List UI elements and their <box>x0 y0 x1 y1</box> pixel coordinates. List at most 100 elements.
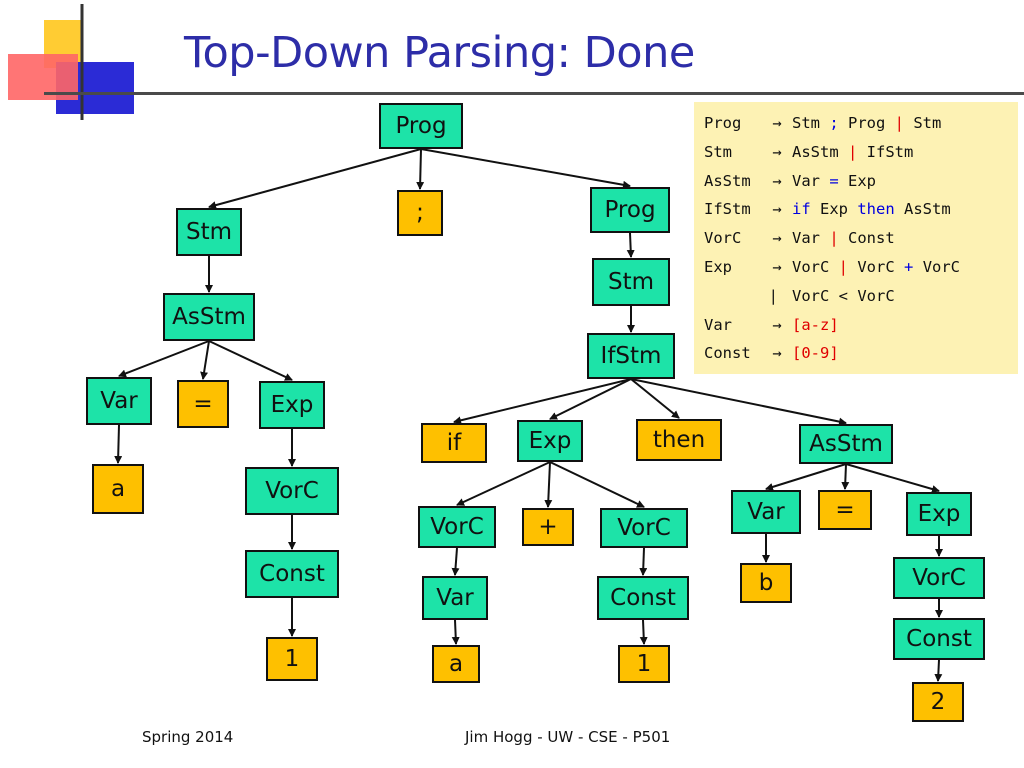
tree-edge-exp-m-to-vorc-m1 <box>456 461 551 506</box>
grammar-lhs: Exp <box>704 257 732 276</box>
tree-edge-prog-root-to-semi <box>416 148 425 190</box>
grammar-rule: VorC → Var | Const <box>704 224 1018 253</box>
grammar-rhs-symbol: [a-z] <box>792 315 839 334</box>
grammar-rule: | VorC < VorC <box>704 282 1018 311</box>
grammar-rhs-symbol: VorC < VorC <box>792 286 895 305</box>
grammar-rhs-symbol: then <box>857 200 895 219</box>
grammar-rhs-symbol: IfStm <box>857 142 914 161</box>
grammar-rhs-symbol: Prog <box>838 114 895 132</box>
grammar-lhs: Prog <box>704 114 742 132</box>
tree-node-ifstm: IfStm <box>587 333 675 379</box>
grammar-rhs-symbol: Exp <box>838 171 876 190</box>
tree-node-plus-t: + <box>522 508 574 546</box>
tree-node-stm-r: Stm <box>592 258 670 306</box>
tree-node-const-m: Const <box>597 576 689 620</box>
tree-node-vorc-m2: VorC <box>600 508 688 548</box>
tree-edge-prog-root-to-prog-r <box>420 148 631 189</box>
grammar-arrow: → <box>772 200 782 219</box>
slide-title: Top-Down Parsing: Done <box>184 28 695 78</box>
tree-edge-const-r-to-two-r <box>934 659 943 682</box>
grammar-rule: Const → [0-9] <box>704 339 1018 368</box>
grammar-arrow: → <box>772 142 782 161</box>
grammar-rhs-symbol: Stm <box>904 114 942 132</box>
tree-edge-ifstm-to-exp-m <box>549 378 632 420</box>
grammar-arrow: → <box>772 315 782 334</box>
grammar-rhs-symbol: AsStm <box>894 200 951 219</box>
tree-edge-prog-root-to-stm-l <box>208 148 422 210</box>
grammar-arrow: → <box>772 229 782 248</box>
grammar-rhs-symbol: [0-9] <box>792 344 839 363</box>
grammar-rhs-symbol: Var <box>792 229 830 248</box>
grammar-rule: AsStm→Var = Exp <box>704 167 1018 196</box>
grammar-rhs-symbol: = <box>829 171 839 190</box>
grammar-alternative-bar: | <box>768 286 778 305</box>
tree-edge-exp-m-to-plus-t <box>544 461 553 508</box>
tree-edge-asstm-l-to-var-l <box>118 340 210 378</box>
tree-node-a-l: a <box>92 464 144 514</box>
tree-node-one-l: 1 <box>266 637 318 681</box>
grammar-rhs-symbol: + <box>904 257 914 276</box>
grammar-rhs-symbol: AsStm <box>792 142 848 161</box>
grammar-rule: Stm → AsStm | IfStm <box>704 138 1018 167</box>
tree-node-exp-l: Exp <box>259 381 325 429</box>
grammar-rhs-symbol: if <box>792 200 811 219</box>
grammar-rhs-symbol: VorC <box>848 257 905 276</box>
grammar-rhs-symbol: Exp <box>810 200 858 219</box>
tree-node-prog-r: Prog <box>590 187 670 233</box>
tree-node-var-r: Var <box>731 490 801 534</box>
grammar-rule: Exp→VorC | VorC + VorC <box>704 253 1018 282</box>
tree-edge-asstm-l-to-eq-l <box>200 340 210 380</box>
tree-edge-ifstm-to-then-t <box>630 378 680 419</box>
tree-edge-ifstm-to-if-t <box>453 378 632 425</box>
tree-node-vorc-r: VorC <box>893 557 985 599</box>
tree-node-vorc-m1: VorC <box>418 506 496 548</box>
tree-edge-vorc-m2-to-const-m <box>639 547 648 576</box>
tree-edge-exp-m-to-vorc-m2 <box>549 461 645 508</box>
tree-node-if-t: if <box>421 423 487 463</box>
tree-node-two-r: 2 <box>912 682 964 722</box>
grammar-arrow: → <box>772 171 782 190</box>
grammar-lhs: Stm <box>704 142 732 161</box>
grammar-rhs-symbol: ; <box>829 114 839 132</box>
grammar-lhs: IfStm <box>704 200 751 219</box>
grammar-rhs-symbol: VorC <box>913 257 961 276</box>
tree-edge-var-m-to-a-m <box>451 619 460 645</box>
tree-edge-prog-r-to-stm-r <box>626 232 635 258</box>
grammar-rhs-symbol: Const <box>838 229 895 248</box>
grammar-lhs: AsStm <box>704 171 751 190</box>
tree-edge-ifstm-to-asstm-r <box>630 378 847 426</box>
footer-date: Spring 2014 <box>142 728 234 746</box>
tree-node-one-m: 1 <box>618 645 670 683</box>
grammar-rule: IfStm → if Exp then AsStm <box>704 195 1018 224</box>
tree-node-const-r: Const <box>893 618 985 660</box>
grammar-rule: Prog→Stm ; Prog | Stm <box>704 109 1018 138</box>
tree-node-a-m: a <box>432 645 480 683</box>
grammar-rhs-symbol: | <box>838 257 849 276</box>
grammar-lhs: VorC <box>704 229 742 248</box>
footer-author: Jim Hogg - UW - CSE - P501 <box>465 728 671 746</box>
tree-node-var-l: Var <box>86 377 152 425</box>
tree-node-var-m: Var <box>422 576 488 620</box>
tree-node-then-t: then <box>636 419 722 461</box>
grammar-arrow: → <box>772 114 782 132</box>
grammar-rhs-symbol: Stm <box>792 114 830 132</box>
tree-edge-var-l-to-a-l <box>114 424 123 464</box>
tree-edge-asstm-r-to-var-r <box>765 463 847 491</box>
grammar-rhs-symbol: | <box>848 142 858 161</box>
tree-node-eq-l: = <box>177 380 229 428</box>
tree-node-asstm-r: AsStm <box>799 424 893 464</box>
tree-node-const-l: Const <box>245 550 339 598</box>
tree-node-semi: ; <box>397 190 443 236</box>
grammar-lhs: Const <box>704 344 751 363</box>
grammar-rhs-symbol: | <box>829 229 839 248</box>
tree-edge-asstm-r-to-eq-r <box>841 463 850 490</box>
tree-edge-const-m-to-one-m <box>639 619 648 645</box>
tree-node-stm-l: Stm <box>176 208 242 256</box>
tree-node-eq-r: = <box>818 490 872 530</box>
grammar-arrow: → <box>772 257 782 276</box>
tree-node-b-r: b <box>740 563 792 603</box>
tree-edge-asstm-l-to-exp-l <box>208 340 293 381</box>
grammar-arrow: → <box>772 344 782 363</box>
